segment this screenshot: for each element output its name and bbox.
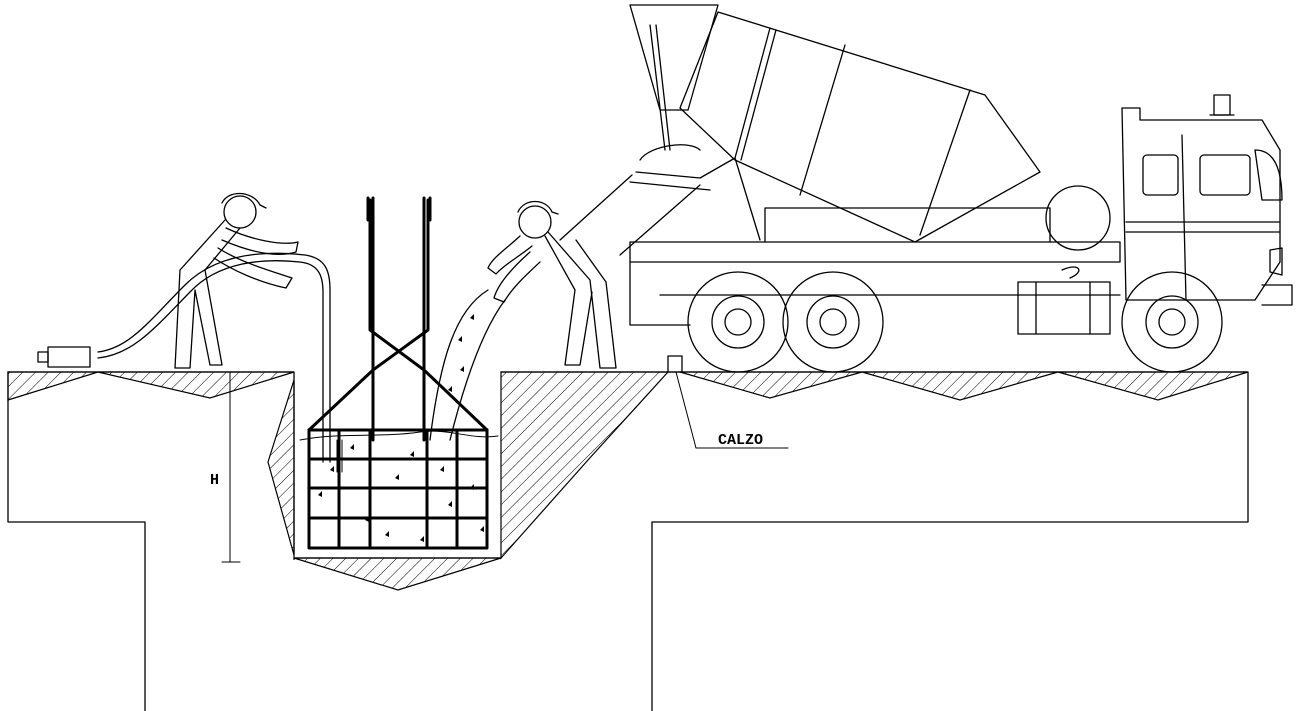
height-dimension: H	[210, 371, 241, 563]
foundation-rebar-cage	[299, 196, 499, 550]
worker-vibrator	[37, 192, 331, 463]
excavation-pit	[267, 371, 670, 591]
wheel-chock-label: CALZO	[718, 432, 763, 449]
ground-section	[7, 371, 1249, 711]
concrete-stream	[429, 289, 506, 441]
concrete-aggregate-marks	[318, 444, 484, 542]
vibrator-motor	[47, 346, 91, 368]
worker-chute	[487, 200, 617, 369]
truck-wheels	[687, 271, 1223, 373]
wheel-chock-callout: CALZO	[667, 355, 789, 449]
concrete-mixer-truck	[559, 4, 1293, 373]
wheel-chock	[667, 355, 683, 373]
height-label: H	[210, 472, 219, 489]
